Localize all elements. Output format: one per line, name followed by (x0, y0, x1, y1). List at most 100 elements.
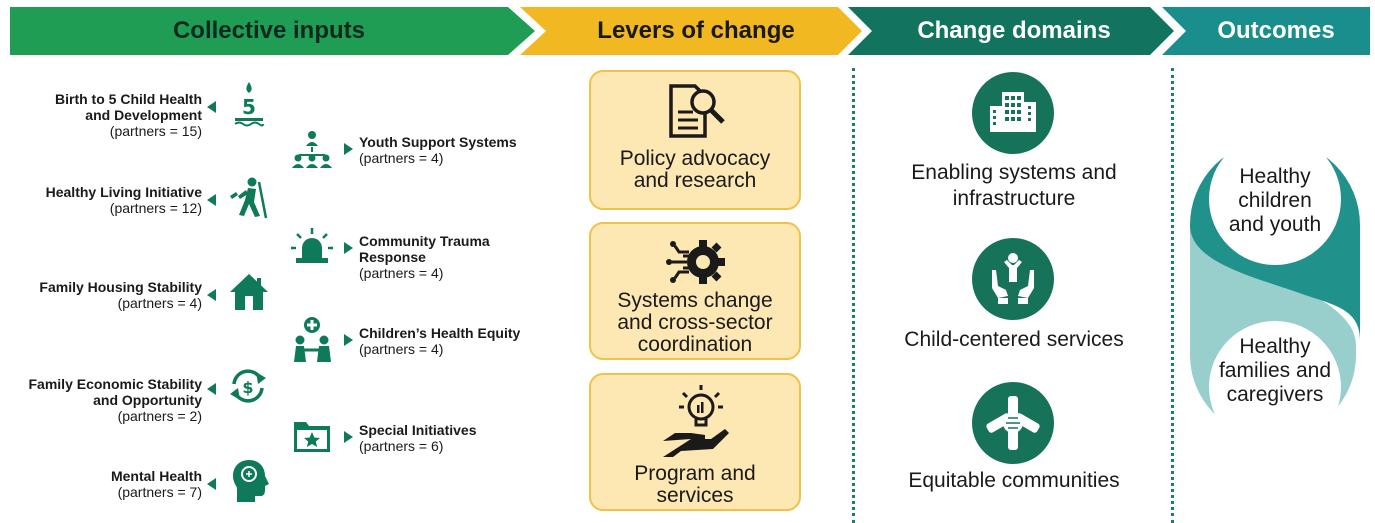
input-title: Mental Health (110, 468, 202, 484)
input-partners: (partners = 4) (359, 265, 444, 281)
input-title-line1: Community Trauma (359, 233, 490, 249)
lever-label-line1: Program and (634, 462, 756, 485)
header-collective-inputs: Collective inputs (10, 7, 528, 55)
header-collective-label: Collective inputs (172, 17, 366, 44)
lever-label-line2: and cross-sector (617, 311, 773, 334)
outcome-line2: families and (1218, 359, 1332, 382)
header-levers-of-change: Levers of change (540, 7, 852, 55)
dollar-cycle-icon: $ (230, 369, 266, 403)
lever-label: Policy advocacy and research (591, 148, 799, 192)
head-brain-icon (233, 460, 269, 502)
input-partners: (partners = 4) (359, 341, 444, 357)
pointer-triangle (344, 242, 353, 254)
input-youth-support: Youth Support Systems (partners = 4) (359, 134, 559, 166)
domain-child-centered-circle (972, 238, 1054, 320)
input-partners: (partners = 7) (117, 484, 202, 500)
domain-label-line1: Child-centered services (904, 328, 1124, 351)
outcomes-ribbon (1190, 133, 1360, 453)
pointer-triangle (207, 383, 216, 395)
lever-systems-change: Systems change and cross-sector coordina… (589, 222, 801, 360)
input-title: Family Housing Stability (39, 279, 202, 295)
outcome-line1: Healthy (1239, 335, 1311, 358)
input-partners: (partners = 4) (359, 150, 444, 166)
pointer-triangle (207, 101, 216, 113)
input-birth-to-5: Birth to 5 Child Health and Development … (10, 91, 202, 139)
outcome-line1: Healthy (1239, 165, 1311, 188)
pointer-triangle (207, 478, 216, 490)
outcome-line2: children (1238, 189, 1312, 212)
outcome-line3: caregivers (1226, 383, 1324, 406)
lever-program-services: Program and services (589, 373, 801, 511)
domain-enabling-label: Enabling systems and infrastructure (880, 160, 1148, 212)
folder-star-icon (294, 422, 330, 452)
lever-label-line1: Policy advocacy (619, 147, 771, 170)
document-search-icon (669, 84, 725, 138)
input-partners: (partners = 2) (117, 408, 202, 424)
lever-label-line2: and research (633, 169, 757, 192)
lever-label-line2: services (656, 484, 734, 507)
header-domains-label: Change domains (917, 17, 1111, 44)
pointer-triangle (344, 431, 353, 443)
domain-label-line1: Enabling systems and (911, 161, 1117, 184)
input-mental-health: Mental Health (partners = 7) (10, 468, 202, 500)
siren-icon (291, 228, 333, 263)
input-title: Children’s Health Equity (359, 325, 521, 341)
buildings-icon (990, 92, 1036, 132)
input-partners: (partners = 6) (359, 438, 444, 454)
lever-label-line3: coordination (637, 333, 753, 356)
input-title: Special Initiatives (359, 422, 477, 438)
pointer-triangle (207, 289, 216, 301)
header-domains-bg (848, 7, 1174, 55)
hand-lightbulb-icon (663, 385, 729, 457)
header-outcomes: Outcomes (1180, 7, 1372, 55)
hands-child-icon (992, 253, 1034, 304)
hiker-icon (230, 177, 268, 219)
lever-label: Systems change and cross-sector coordina… (591, 290, 799, 356)
input-childrens-health-equity: Children’s Health Equity (partners = 4) (359, 325, 559, 357)
pointer-triangle (207, 194, 216, 206)
domain-equitable-circle (972, 382, 1054, 464)
input-title-line1: Birth to 5 Child Health (55, 91, 202, 107)
lever-label-line1: Systems change (617, 289, 773, 312)
header-outcomes-label: Outcomes (1217, 17, 1335, 44)
lever-label: Program and services (591, 463, 799, 507)
separator-dotted-left (852, 68, 855, 523)
domain-label-line2: infrastructure (952, 187, 1076, 210)
domain-enabling-circle (972, 72, 1054, 154)
svg-text:5: 5 (242, 95, 256, 119)
domain-equitable-label: Equitable communities (880, 468, 1148, 494)
input-partners: (partners = 15) (109, 123, 202, 139)
input-title-line2: and Opportunity (93, 392, 202, 408)
gear-circuit-icon (666, 240, 725, 284)
domain-child-centered-label: Child-centered services (880, 327, 1148, 353)
input-healthy-living: Healthy Living Initiative (partners = 12… (10, 184, 202, 216)
input-title: Healthy Living Initiative (45, 184, 202, 200)
header-levers-label: Levers of change (597, 17, 795, 44)
header-banner (10, 7, 1370, 55)
candle-5-icon: 5 (234, 82, 264, 127)
input-title-line1: Family Economic Stability (28, 376, 203, 392)
header-outcomes-bg (1162, 7, 1370, 55)
input-community-trauma: Community Trauma Response (partners = 4) (359, 233, 559, 281)
input-family-economic: Family Economic Stability and Opportunit… (10, 376, 203, 424)
header-collective-bg (10, 7, 535, 55)
pointer-triangle (344, 143, 353, 155)
people-network-icon (292, 131, 332, 168)
children-health-icon (294, 317, 331, 362)
domain-label-line1: Equitable communities (908, 469, 1120, 492)
input-title: Youth Support Systems (359, 134, 517, 150)
header-change-domains: Change domains (866, 7, 1162, 55)
stacked-hands-icon (986, 396, 1040, 450)
outcome-children-youth: Healthy children and youth (1205, 165, 1345, 237)
separator-dotted-right (1171, 68, 1174, 523)
lever-policy-advocacy: Policy advocacy and research (589, 70, 801, 210)
header-levers-bg (520, 7, 862, 55)
input-special-initiatives: Special Initiatives (partners = 6) (359, 422, 559, 454)
pointer-triangle (344, 334, 353, 346)
outcome-families-caregivers: Healthy families and caregivers (1205, 335, 1345, 407)
house-icon (230, 274, 268, 310)
input-partners: (partners = 4) (117, 295, 202, 311)
input-title-line2: and Development (85, 107, 202, 123)
input-family-housing: Family Housing Stability (partners = 4) (10, 279, 202, 311)
input-partners: (partners = 12) (109, 200, 202, 216)
